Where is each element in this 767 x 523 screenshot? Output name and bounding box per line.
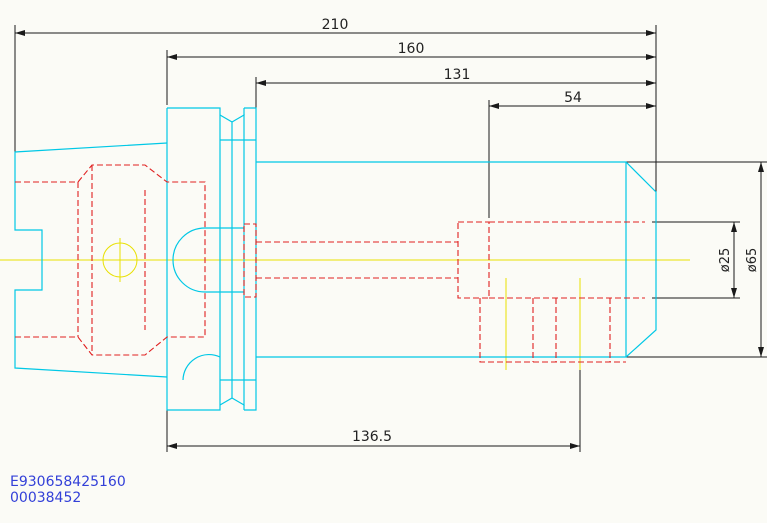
tool-holder-outline xyxy=(14,107,657,411)
dim-label-d65: ø65 xyxy=(745,248,760,273)
dimension-lines xyxy=(14,25,767,452)
hidden-lines xyxy=(15,164,645,363)
dim-label-d25: ø25 xyxy=(718,248,733,273)
part-number: E930658425160 xyxy=(10,474,126,490)
serial-number: 00038452 xyxy=(10,490,82,506)
centerlines xyxy=(0,238,690,370)
dimension-labels: 210 160 131 54 136.5 ø25 ø65 xyxy=(322,17,760,445)
dim-label-54: 54 xyxy=(564,90,582,106)
dim-label-210: 210 xyxy=(322,17,349,33)
dim-label-160: 160 xyxy=(398,41,425,57)
dim-label-131: 131 xyxy=(444,67,471,83)
part-caption: E930658425160 00038452 xyxy=(10,474,126,506)
dim-label-136-5: 136.5 xyxy=(352,429,392,445)
